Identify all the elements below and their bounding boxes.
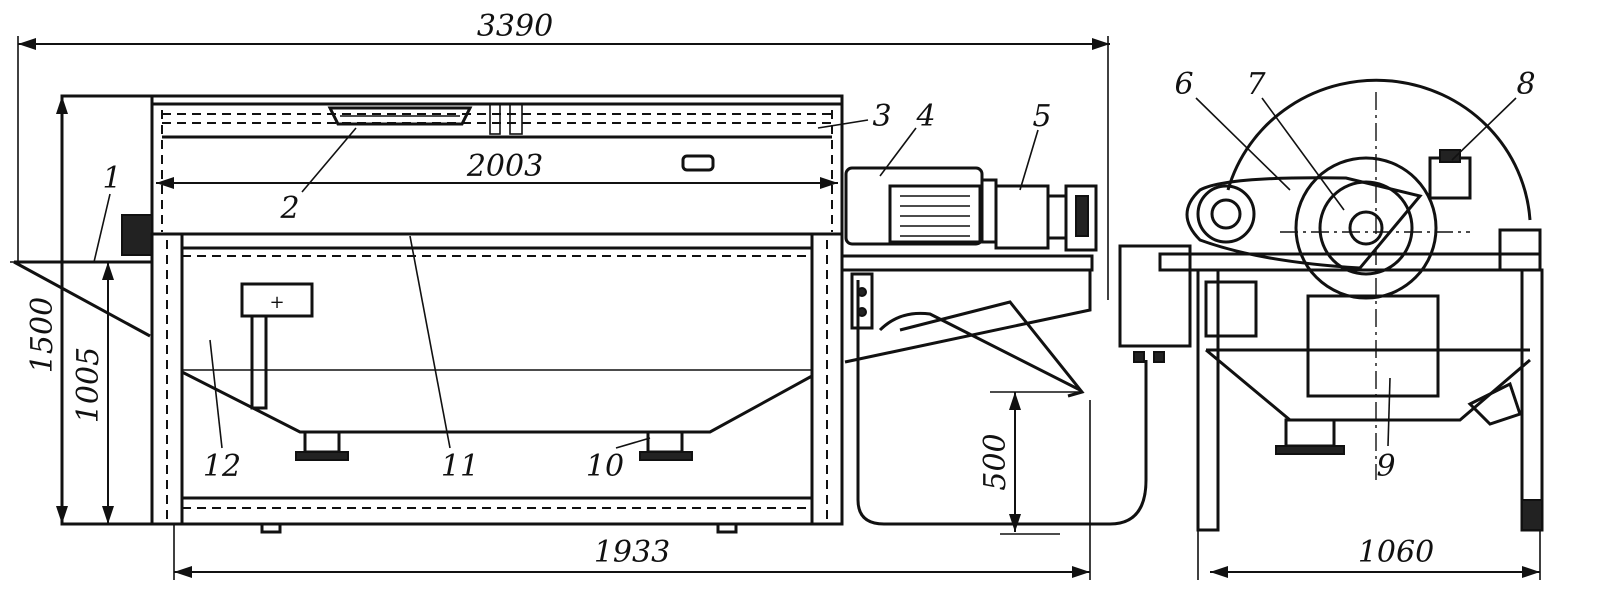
trough-bottom bbox=[181, 370, 813, 434]
callout-1: 1 bbox=[102, 161, 121, 196]
left-leg bbox=[1196, 268, 1220, 532]
left-bearing bbox=[121, 214, 153, 256]
callout-5: 5 bbox=[1032, 99, 1051, 134]
callouts-side-view: 1 2 3 4 5 10 11 12 bbox=[93, 99, 1052, 484]
dim-height-total-label: 1500 bbox=[25, 297, 60, 373]
callout-2: 2 bbox=[279, 191, 299, 226]
gear-reducer bbox=[994, 184, 1098, 252]
right-leg bbox=[1520, 268, 1544, 532]
side-view: + bbox=[10, 9, 1148, 580]
drive-pulley bbox=[1196, 184, 1256, 244]
collector-bin bbox=[1306, 294, 1440, 398]
callouts-end-view: 6 7 8 9 bbox=[1174, 67, 1535, 484]
valve-assembly bbox=[1428, 156, 1472, 200]
dim-width: 1060 bbox=[1210, 535, 1540, 578]
callout-9: 9 bbox=[1376, 449, 1395, 484]
dim-inner-length: 2003 bbox=[156, 149, 838, 189]
dim-inner-length-label: 2003 bbox=[466, 149, 543, 184]
outlet-hose bbox=[856, 280, 1148, 526]
dim-outlet-height: 500 bbox=[978, 391, 1080, 535]
dim-height-trough: 1005 bbox=[71, 262, 114, 524]
callout-6: 6 bbox=[1174, 67, 1193, 102]
callout-11: 11 bbox=[441, 449, 479, 484]
svg-text:+: + bbox=[269, 292, 284, 313]
dim-frame-length-label: 1933 bbox=[594, 535, 670, 570]
callout-4: 4 bbox=[915, 99, 935, 134]
dim-height-trough-label: 1005 bbox=[71, 347, 106, 423]
support-feet bbox=[295, 430, 693, 461]
dim-outlet-height-label: 500 bbox=[978, 433, 1013, 490]
rotor-outer bbox=[1294, 156, 1438, 300]
drum-dome bbox=[1226, 78, 1532, 221]
callout-8: 8 bbox=[1516, 67, 1535, 102]
top-hatch bbox=[327, 106, 473, 126]
drive-platform bbox=[840, 254, 1094, 272]
belt-drive bbox=[1185, 176, 1423, 270]
callout-12: 12 bbox=[203, 449, 241, 484]
dim-frame-length: 1933 bbox=[173, 400, 1091, 580]
end-view: 1060 6 7 8 9 bbox=[1118, 67, 1544, 580]
dim-overall-length: 3390 bbox=[17, 9, 1110, 300]
callout-10: 10 bbox=[586, 449, 624, 484]
level-gauge-box bbox=[240, 282, 314, 318]
dim-overall-length-label: 3390 bbox=[477, 9, 553, 44]
callout-3: 3 bbox=[872, 99, 891, 134]
callout-7: 7 bbox=[1246, 67, 1266, 102]
level-gauge-tube bbox=[250, 314, 268, 410]
dim-height-total: 1500 bbox=[25, 96, 68, 524]
inspection-window bbox=[681, 154, 715, 172]
control-box bbox=[1204, 280, 1258, 338]
electric-motor bbox=[844, 166, 998, 246]
dim-width-label: 1060 bbox=[1358, 535, 1434, 570]
trough-frame bbox=[150, 232, 844, 526]
